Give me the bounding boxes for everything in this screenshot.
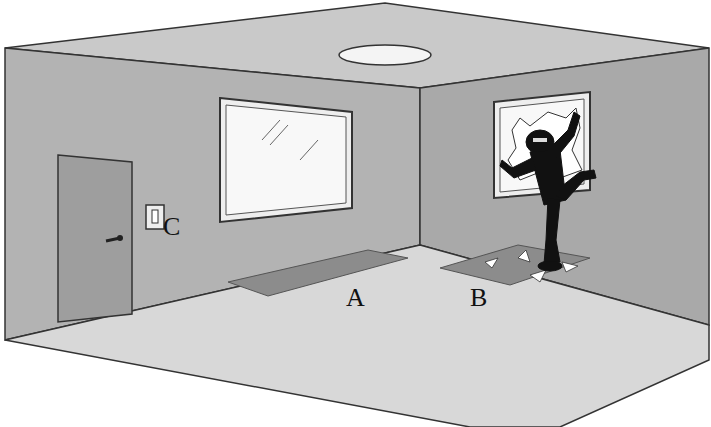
part-label: C [163,214,180,240]
floor-mat [228,250,408,296]
intruder-eyes [533,138,547,142]
intruder [500,112,596,271]
glass-shard [562,262,578,272]
part-label: B [470,285,487,311]
ceiling-light [339,45,431,65]
glass-shard [530,270,546,282]
window [226,105,346,215]
switch-box [152,210,158,223]
glass-glint [270,125,288,145]
glass-shard [518,250,530,262]
glass-glint [300,140,318,160]
switch-box [146,205,164,229]
glass-shard [485,258,498,268]
window [220,98,352,222]
part-label: A [346,285,365,311]
door-handle [117,235,123,241]
door [58,155,132,322]
floor-mat [440,245,590,285]
